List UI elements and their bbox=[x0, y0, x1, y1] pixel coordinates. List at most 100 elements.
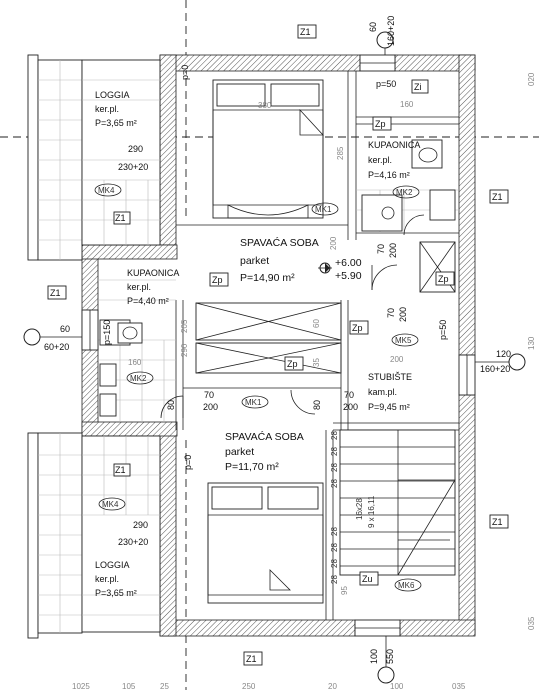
door2-a: 70 bbox=[344, 390, 354, 400]
bedroom2-area: P=11,70 m² bbox=[225, 461, 279, 473]
bottom-dim-3: 25 bbox=[160, 682, 169, 690]
bathroom1-area: P=4,16 m² bbox=[368, 170, 410, 180]
len-95: 95 bbox=[340, 586, 349, 595]
bottom-dim-2: 105 bbox=[122, 682, 136, 690]
door3-a: 70 bbox=[376, 244, 386, 254]
bathroom2-mark-oval bbox=[126, 371, 154, 385]
len-160a: 160 bbox=[400, 100, 414, 109]
z1-tag-left-label: Z1 bbox=[50, 288, 61, 298]
z1-tag-right-top-label: Z1 bbox=[492, 192, 503, 202]
left-window-a: 60 bbox=[60, 324, 70, 334]
step-label-8: 28 bbox=[330, 575, 339, 584]
len-285: 285 bbox=[336, 146, 345, 160]
loggia-tiles-bottom bbox=[37, 432, 161, 634]
bathroom2-name: KUPAONICA bbox=[127, 268, 179, 278]
top-window-a: 60 bbox=[368, 22, 378, 32]
top-window-b: 160+20 bbox=[386, 16, 396, 46]
zu-tag: Zu bbox=[359, 571, 379, 586]
double-bed-bottom bbox=[207, 482, 324, 604]
bottom-dim-5: 20 bbox=[328, 682, 337, 690]
loggia2-area: P=3,65 m² bbox=[95, 588, 137, 598]
z1-tag-loggia-bottom-label: Z1 bbox=[115, 465, 126, 475]
bathroom2-mark: MK2 bbox=[130, 374, 147, 383]
step-label-2: 28 bbox=[330, 447, 339, 456]
bathroom1-mark: MK2 bbox=[396, 188, 413, 197]
right-dim-3: 035 bbox=[527, 616, 536, 630]
staircase bbox=[339, 429, 456, 576]
level-top: +6.00 bbox=[335, 257, 362, 269]
step-label-6: 28 bbox=[330, 543, 339, 552]
loggia2-dim1: 290 bbox=[133, 520, 148, 530]
len-200b: 200 bbox=[329, 236, 338, 250]
len-160b: 160 bbox=[128, 358, 142, 367]
loggia2-mark-oval bbox=[98, 497, 126, 511]
bedroom2-floor: parket bbox=[225, 446, 254, 458]
door5-b: 80 bbox=[312, 400, 322, 410]
loggia1-dim2: 230+20 bbox=[118, 162, 148, 172]
right-window-b: 160+20 bbox=[480, 364, 510, 374]
loggia1-mark: MK4 bbox=[98, 186, 115, 195]
loggia2-dim2: 230+20 bbox=[118, 537, 148, 547]
len-200a: 200 bbox=[390, 355, 404, 364]
loggia2-name: LOGGIA bbox=[95, 560, 130, 570]
door4-a: 70 bbox=[386, 308, 396, 318]
zp-tag-5-label: Zp bbox=[438, 274, 449, 284]
loggia1-name: LOGGIA bbox=[95, 90, 130, 100]
stairs-mark: MK5 bbox=[395, 336, 412, 345]
bottom-dim-4: 250 bbox=[242, 682, 256, 690]
bedroom2-name: SPAVAĆA SOBA bbox=[225, 430, 304, 443]
zp-tag-4-label: Zp bbox=[287, 359, 298, 369]
zp-tag-1-label: Zp bbox=[375, 119, 386, 129]
z1-tag-right-top: Z1 bbox=[489, 189, 509, 204]
len-290: 290 bbox=[180, 343, 189, 357]
step-label-5: 28 bbox=[330, 527, 339, 536]
z1-tag-loggia-top: Z1 bbox=[113, 211, 131, 225]
loggia1-floor: ker.pl. bbox=[95, 104, 119, 114]
level-marker-icon bbox=[318, 262, 332, 274]
z1-tag-right-bottom: Z1 bbox=[489, 514, 509, 529]
z1-tag-bottom: Z1 bbox=[243, 651, 263, 666]
len-380: 380 bbox=[258, 101, 272, 110]
zp-tag-4: Zp bbox=[284, 356, 304, 371]
corridor-mark: MK1 bbox=[245, 398, 262, 407]
z1-tag-loggia-top-label: Z1 bbox=[115, 213, 126, 223]
right-window-a: 120 bbox=[496, 349, 511, 359]
len-205: 205 bbox=[180, 319, 189, 333]
stairs-mark-oval bbox=[391, 333, 419, 347]
zp-tag-5: Zp bbox=[435, 271, 455, 286]
interior-walls bbox=[175, 71, 459, 620]
step-label-1: 28 bbox=[330, 431, 339, 440]
bedroom1-name: SPAVAĆA SOBA bbox=[240, 236, 319, 249]
z1-tag-bottom-label: Z1 bbox=[246, 654, 257, 664]
stairs-mark2: MK6 bbox=[398, 581, 415, 590]
door3-b: 200 bbox=[388, 243, 398, 258]
p50-top: p=50 bbox=[376, 79, 396, 89]
step-label-7: 28 bbox=[330, 559, 339, 568]
door1-a: 70 bbox=[204, 390, 214, 400]
stairs-step2: 9 x 16,11 bbox=[367, 495, 376, 528]
loggia2-mark: MK4 bbox=[102, 500, 119, 509]
zi-tag: Zi bbox=[411, 79, 429, 94]
len-35: 35 bbox=[312, 358, 321, 367]
p0-top: p=0 bbox=[180, 65, 190, 80]
zp-tag-2: Zp bbox=[209, 272, 229, 287]
zp-tag-3-label: Zp bbox=[352, 323, 363, 333]
door1-b: 200 bbox=[203, 402, 218, 412]
loggia2-floor: ker.pl. bbox=[95, 574, 119, 584]
stairs-area: P=9,45 m² bbox=[368, 402, 410, 412]
right-dim-1: 130 bbox=[527, 336, 536, 350]
bottom-window-a: 100 bbox=[369, 649, 379, 664]
bathroom1-mark-oval bbox=[392, 185, 420, 199]
bedroom1-mark: MK1 bbox=[315, 205, 332, 214]
loggia1-dim1: 290 bbox=[128, 144, 143, 154]
door4-b: 200 bbox=[398, 307, 408, 322]
p50-right: p=50 bbox=[438, 320, 448, 340]
windows bbox=[81, 54, 476, 637]
stairs-step1: 16x28 bbox=[355, 498, 364, 520]
bathroom2-floor: ker.pl. bbox=[127, 282, 151, 292]
door-swings bbox=[160, 214, 425, 419]
p0-mid: p=0 bbox=[183, 455, 193, 470]
bottom-dim-1: 1025 bbox=[72, 682, 90, 690]
zp-tag-3: Zp bbox=[349, 320, 369, 335]
